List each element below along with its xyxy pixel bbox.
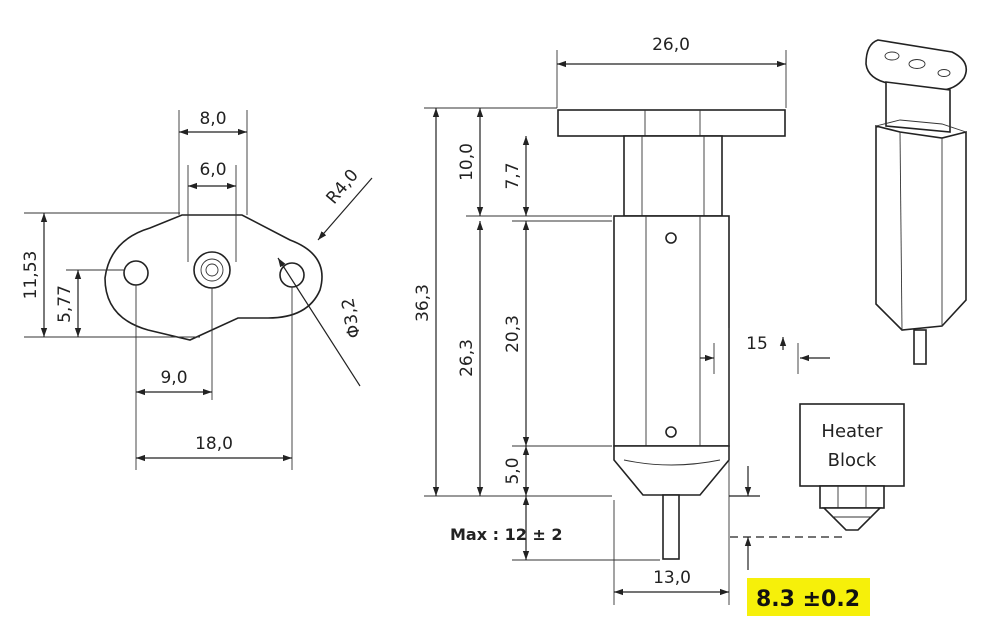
heater-label-line1: Heater (821, 421, 883, 442)
iso-body (875, 124, 967, 331)
neck (623, 135, 723, 217)
dim-hole-diameter: Φ3,2 (338, 296, 365, 339)
center-boss-inner (205, 263, 219, 277)
dim-18-0: 18,0 (195, 434, 233, 454)
lower-screw (665, 426, 677, 438)
left-hole (123, 260, 149, 286)
center-boss-mid (200, 258, 224, 282)
nozzle-tip (822, 507, 882, 531)
heater-block (799, 403, 905, 487)
dim-5-0: 5,0 (503, 457, 523, 484)
dim-6-0: 6,0 (199, 160, 226, 180)
isometric-view (865, 39, 968, 365)
heater-block-detail: Heater Block 8.3 ±0.2 (729, 403, 905, 616)
dim-9-0: 9,0 (160, 368, 187, 388)
heater-label-line2: Block (828, 450, 877, 471)
iso-pin (913, 329, 927, 365)
top-view: 8,0 6,0 R4,0 11,53 5,77 Φ3,2 9,0 18,0 (21, 109, 373, 470)
dim-8-0: 8,0 (199, 109, 226, 129)
dim-10-0: 10,0 (457, 143, 477, 181)
dim-13-0: 13,0 (653, 568, 691, 588)
max-travel-note: Max : 12 ± 2 (450, 525, 563, 544)
dim-radius: R4,0 (323, 166, 363, 209)
nozzle-hex (819, 485, 885, 509)
trigger-offset-value: 8.3 ±0.2 (756, 587, 860, 612)
flange-plate (557, 109, 786, 137)
upper-screw (665, 232, 677, 244)
iso-flange (865, 39, 968, 91)
dim-36-3: 36,3 (413, 284, 433, 322)
bottom-taper (613, 445, 730, 496)
body (613, 215, 730, 447)
iso-neck (885, 81, 951, 133)
dim-15: 15 (746, 334, 768, 354)
dim-26-3: 26,3 (457, 339, 477, 377)
dim-20-3: 20,3 (503, 315, 523, 353)
dim-26-0: 26,0 (652, 35, 690, 55)
dim-7-7: 7,7 (503, 162, 523, 189)
dim-11-53: 11,53 (21, 251, 41, 300)
dim-5-77: 5,77 (55, 285, 75, 323)
side-view: 26,0 36,3 10,0 7,7 26,3 20,3 5,0 13,0 15… (413, 35, 830, 605)
probe-pin (662, 494, 680, 560)
highlight-box (747, 578, 870, 616)
center-boss-outer (193, 251, 231, 289)
